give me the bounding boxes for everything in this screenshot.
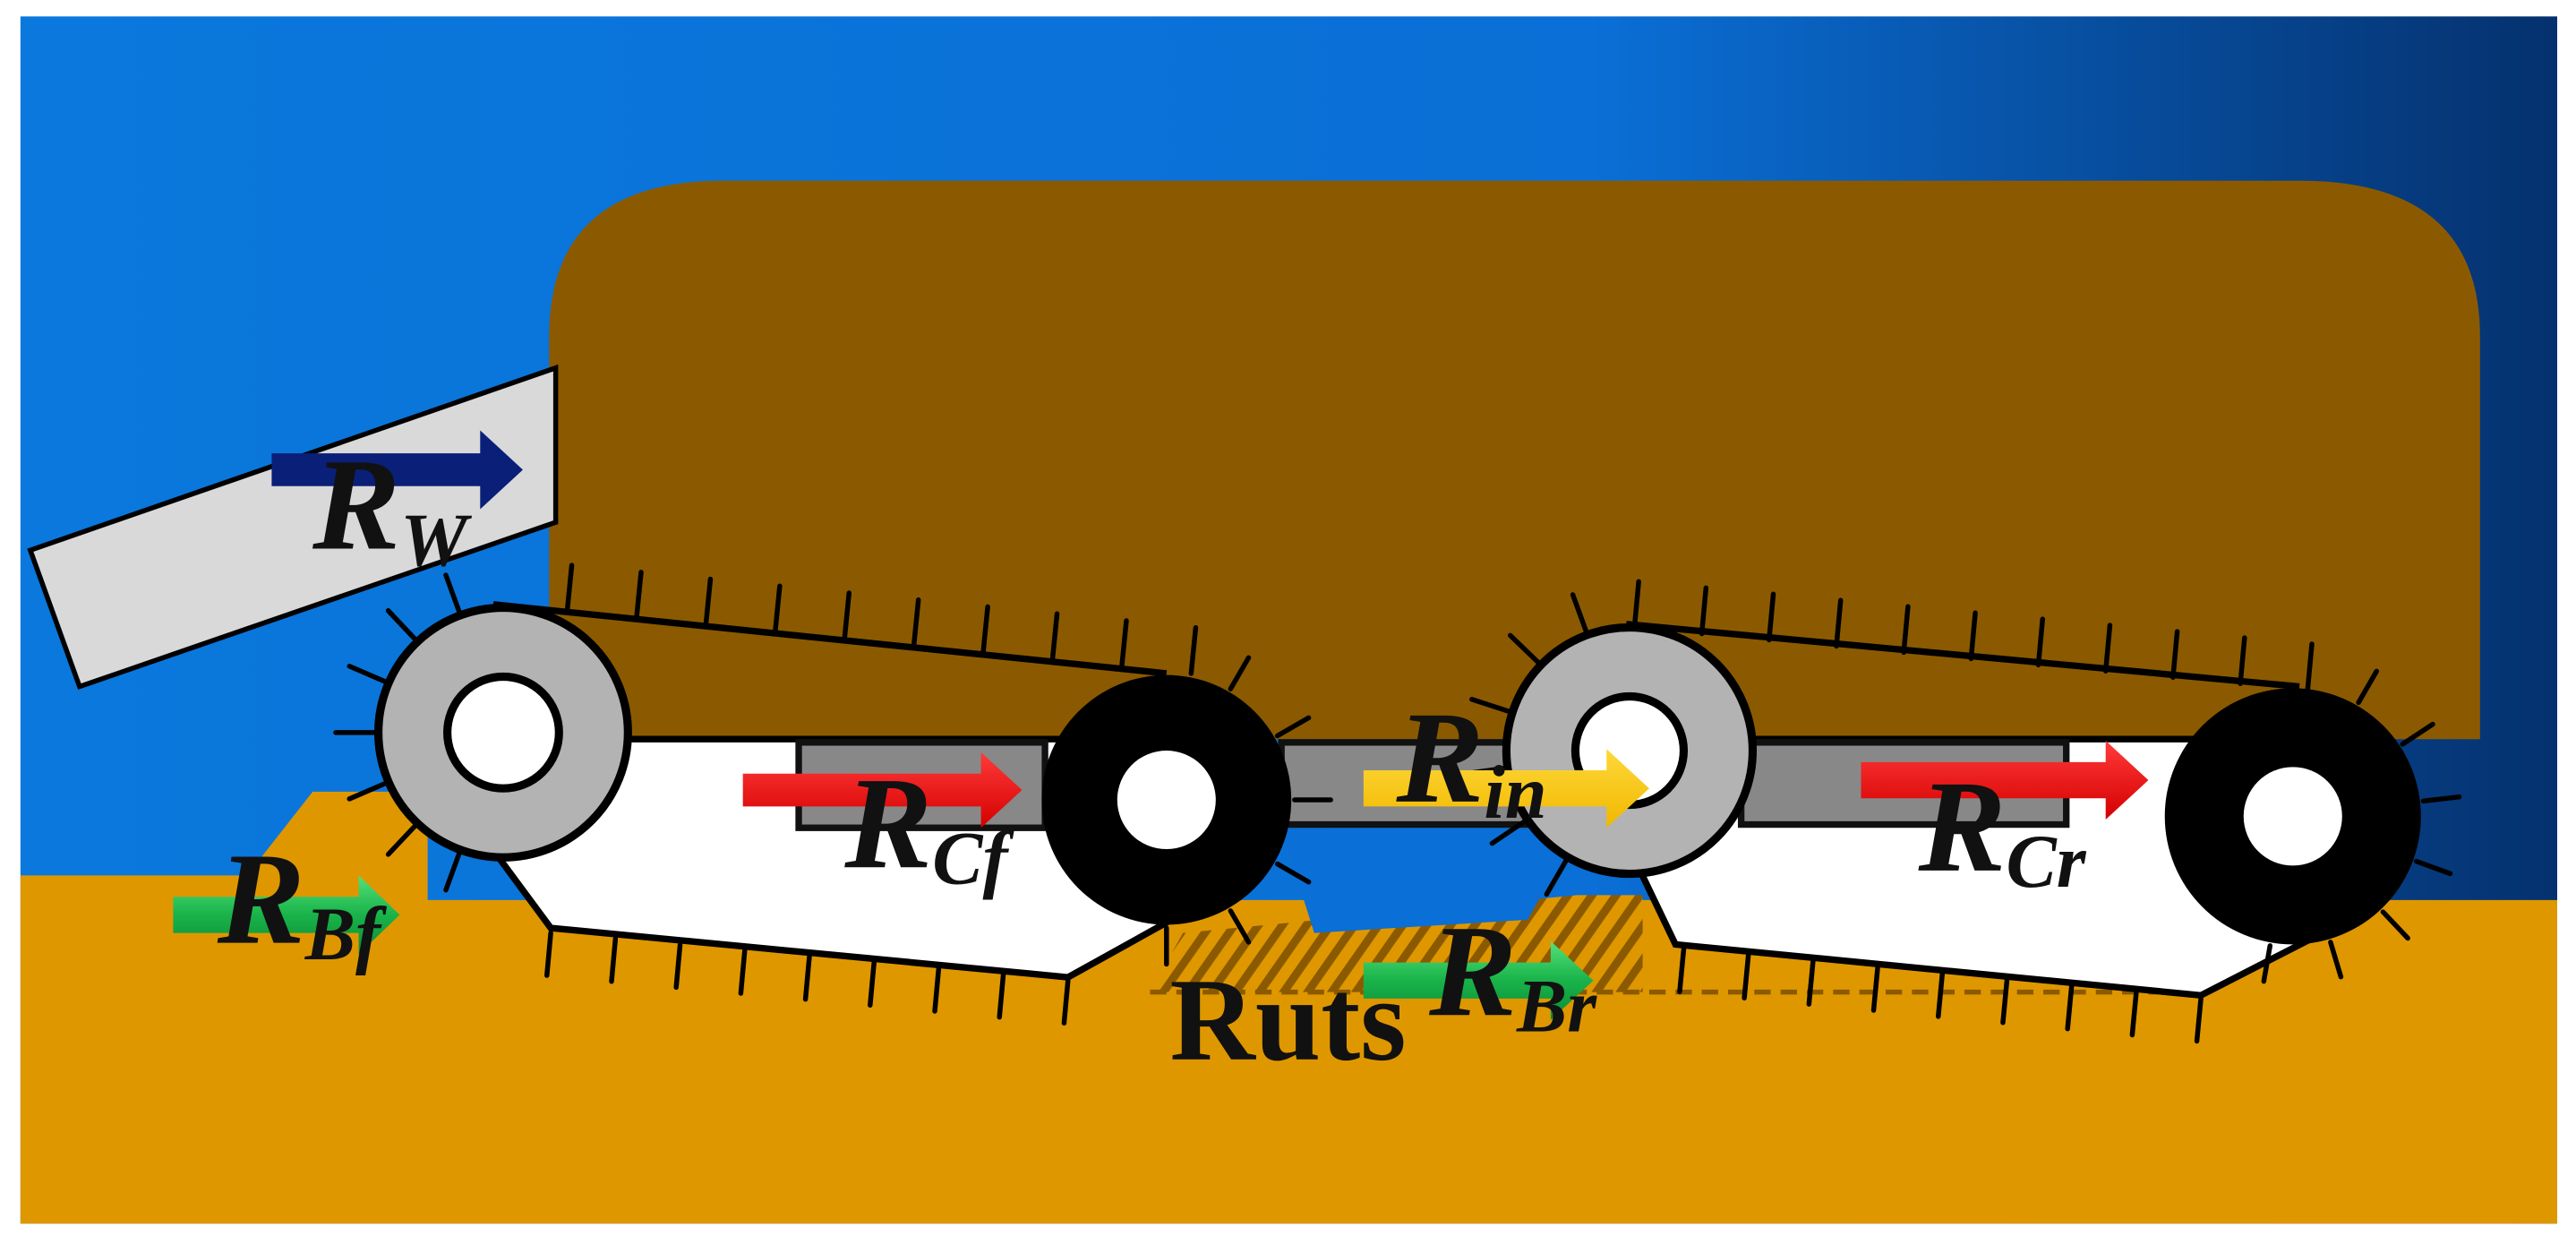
grouser xyxy=(703,576,714,628)
grouser xyxy=(1699,585,1709,637)
grouser xyxy=(564,562,575,614)
grouser xyxy=(980,604,990,656)
grouser xyxy=(1507,632,1542,665)
grouser xyxy=(1742,953,1751,1001)
rbr-arrow xyxy=(1363,940,1594,1020)
grouser xyxy=(911,597,921,648)
gap-between-tracks xyxy=(1281,829,1578,933)
grouser xyxy=(609,936,619,984)
grouser xyxy=(2194,996,2204,1044)
grouser xyxy=(738,948,748,996)
grouser xyxy=(385,823,418,857)
grouser xyxy=(1119,618,1129,669)
rear-idler-wheel xyxy=(1502,622,1758,879)
grouser xyxy=(2356,668,2380,706)
grouser xyxy=(2129,990,2139,1038)
grouser xyxy=(2420,794,2462,804)
grouser xyxy=(673,942,683,991)
grouser xyxy=(802,954,812,1002)
rcr-arrow xyxy=(1861,741,2149,820)
grouser xyxy=(1935,971,1946,1019)
grouser xyxy=(1469,697,1512,715)
label-rw: RW xyxy=(312,431,472,581)
rbf-arrow xyxy=(173,875,400,955)
rw-arrow xyxy=(271,430,523,510)
grouser xyxy=(1677,947,1687,995)
grouser xyxy=(1806,958,1816,1007)
track-grousers xyxy=(333,562,2462,1044)
grouser xyxy=(2261,943,2273,984)
grouser xyxy=(1061,978,1071,1026)
grouser xyxy=(1228,655,1252,691)
grouser xyxy=(1631,579,1641,631)
grouser xyxy=(932,966,942,1014)
label-rbr: RBr xyxy=(1428,897,1597,1048)
rin-arrow xyxy=(1363,749,1649,829)
rear-sprocket-wheel xyxy=(2164,688,2421,945)
grouser xyxy=(2102,622,2113,674)
grouser xyxy=(1489,819,1528,846)
ground xyxy=(20,791,2558,1224)
grouser xyxy=(997,972,1006,1020)
grouser xyxy=(1049,611,1060,663)
label-ruts: Ruts xyxy=(1169,954,1406,1086)
grouser xyxy=(1228,908,1252,945)
grouser xyxy=(1274,715,1312,739)
rear-track-upper xyxy=(1625,621,2300,691)
grouser xyxy=(2380,909,2410,941)
grouser xyxy=(2305,641,2315,692)
grouser xyxy=(2000,977,2010,1026)
grouser xyxy=(1901,604,1911,656)
grouser xyxy=(347,664,389,684)
grouser xyxy=(2035,616,2046,668)
grouser xyxy=(1870,965,1880,1013)
front-track-upper xyxy=(492,601,1168,677)
grouser xyxy=(634,570,644,621)
grouser xyxy=(1834,597,1844,649)
label-rin: Rin xyxy=(1396,684,1547,835)
label-rcr: RCr xyxy=(1918,753,2087,904)
grouser xyxy=(773,583,783,635)
grouser xyxy=(868,960,877,1009)
front-sprocket-wheel xyxy=(1041,674,1292,925)
label-rbf: RBf xyxy=(217,826,388,976)
dozer-blade xyxy=(27,364,559,691)
grouser xyxy=(443,850,462,893)
grouser xyxy=(544,930,553,978)
grouser xyxy=(1544,857,1570,897)
grouser xyxy=(443,572,462,615)
grouser xyxy=(1274,861,1312,885)
rcf-arrow xyxy=(742,751,1023,829)
grouser xyxy=(842,590,852,641)
label-rcf: RCf xyxy=(843,750,1014,900)
vehicle-body-load xyxy=(549,180,2480,740)
grouser xyxy=(385,608,418,642)
grouser xyxy=(1767,591,1776,643)
grouser xyxy=(1968,610,1978,662)
grouser xyxy=(2065,983,2075,1032)
grouser xyxy=(2413,858,2453,877)
grouser xyxy=(2238,635,2247,686)
grouser xyxy=(1570,592,1589,635)
grouser xyxy=(2170,629,2180,680)
front-idler-wheel xyxy=(374,603,632,862)
grouser xyxy=(2400,721,2435,747)
grouser xyxy=(2328,940,2344,980)
grouser xyxy=(347,780,389,802)
grouser xyxy=(1188,625,1199,676)
